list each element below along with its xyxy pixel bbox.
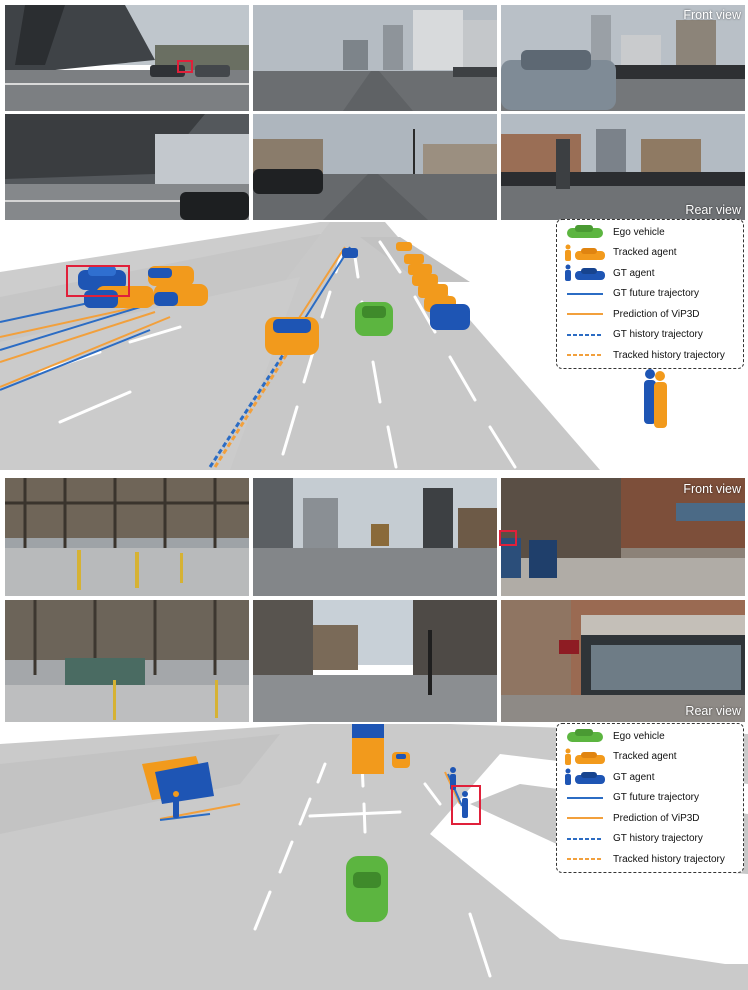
- solid-blue-line-icon: [563, 789, 607, 807]
- legend-label: GT agent: [613, 771, 655, 783]
- legend-label: GT future trajectory: [613, 792, 699, 804]
- scene2-rear-view-label: Rear view: [685, 704, 741, 718]
- scene2-cam-rear: [253, 600, 497, 722]
- scene1-bev-visualization: [0, 222, 748, 470]
- legend-item-ego-vehicle: Ego vehicle: [563, 222, 737, 243]
- legend-label: GT history trajectory: [613, 329, 703, 341]
- scene2-legend: Ego vehicle Tracked agent GT agent GT fu…: [556, 723, 744, 873]
- legend-label: Ego vehicle: [613, 226, 665, 238]
- legend-label: GT history trajectory: [613, 833, 703, 845]
- legend-label: Tracked agent: [613, 247, 677, 259]
- scene1-legend: Ego vehicle Tracked agent GT agent GT fu…: [556, 219, 744, 369]
- scene1-cam-rear-right: Rear view: [501, 114, 745, 220]
- legend-item-gt-agent: GT agent: [563, 767, 737, 788]
- gt-agent-icon: [563, 768, 607, 786]
- legend-item-gt-history: GT history trajectory: [563, 325, 737, 346]
- scene1-pedestrian-pair: [644, 369, 667, 428]
- solid-orange-line-icon: [563, 305, 607, 323]
- legend-item-ego-vehicle: Ego vehicle: [563, 726, 737, 747]
- scene1-front-view-label: Front view: [683, 8, 741, 22]
- scene1-cam-highlight-box: [177, 60, 193, 73]
- solid-blue-line-icon: [563, 285, 607, 303]
- tracked-agent-icon: [563, 244, 607, 262]
- gt-agent-icon: [563, 264, 607, 282]
- legend-label: GT agent: [613, 267, 655, 279]
- scene2-cam-front: [253, 478, 497, 596]
- scene2-cam-front-right: Front view: [501, 478, 745, 596]
- legend-item-tracked-agent: Tracked agent: [563, 243, 737, 264]
- scene2-cam-highlight-box: [499, 530, 517, 546]
- legend-item-gt-history: GT history trajectory: [563, 829, 737, 850]
- legend-label: Tracked history trajectory: [613, 853, 725, 865]
- legend-label: Prediction of ViP3D: [613, 308, 700, 320]
- ego-car-icon: [563, 223, 607, 241]
- legend-item-tracked-history: Tracked history trajectory: [563, 849, 737, 870]
- dashed-orange-line-icon: [563, 346, 607, 364]
- legend-item-prediction: Prediction of ViP3D: [563, 304, 737, 325]
- scene2-bev-highlight-box: [451, 785, 481, 825]
- legend-item-prediction: Prediction of ViP3D: [563, 808, 737, 829]
- scene1-cam-rear: [253, 114, 497, 220]
- legend-item-tracked-history: Tracked history trajectory: [563, 345, 737, 366]
- scene2-cam-rear-right: Rear view: [501, 600, 745, 722]
- scene1-cam-front-right: Front view: [501, 5, 745, 111]
- scene1-cam-front: [253, 5, 497, 111]
- dashed-orange-line-icon: [563, 850, 607, 868]
- scene2-cam-rear-left: [5, 600, 249, 722]
- legend-label: GT future trajectory: [613, 288, 699, 300]
- scene1-rear-view-label: Rear view: [685, 203, 741, 217]
- dashed-blue-line-icon: [563, 326, 607, 344]
- scene2-truck-box: [142, 756, 214, 804]
- legend-label: Tracked agent: [613, 751, 677, 763]
- scene1-cam-front-left: [5, 5, 249, 111]
- ego-car-icon: [563, 727, 607, 745]
- scene2-bus-box: [352, 724, 384, 774]
- legend-label: Prediction of ViP3D: [613, 812, 700, 824]
- scene2-cam-front-left: [5, 478, 249, 596]
- legend-item-gt-future: GT future trajectory: [563, 788, 737, 809]
- tracked-agent-icon: [563, 748, 607, 766]
- scene2-front-view-label: Front view: [683, 482, 741, 496]
- solid-orange-line-icon: [563, 809, 607, 827]
- dashed-blue-line-icon: [563, 830, 607, 848]
- legend-label: Tracked history trajectory: [613, 349, 725, 361]
- scene1-bev-highlight-box: [66, 265, 130, 297]
- legend-item-gt-future: GT future trajectory: [563, 284, 737, 305]
- legend-item-gt-agent: GT agent: [563, 263, 737, 284]
- legend-item-tracked-agent: Tracked agent: [563, 747, 737, 768]
- scene1-cam-rear-left: [5, 114, 249, 220]
- legend-label: Ego vehicle: [613, 730, 665, 742]
